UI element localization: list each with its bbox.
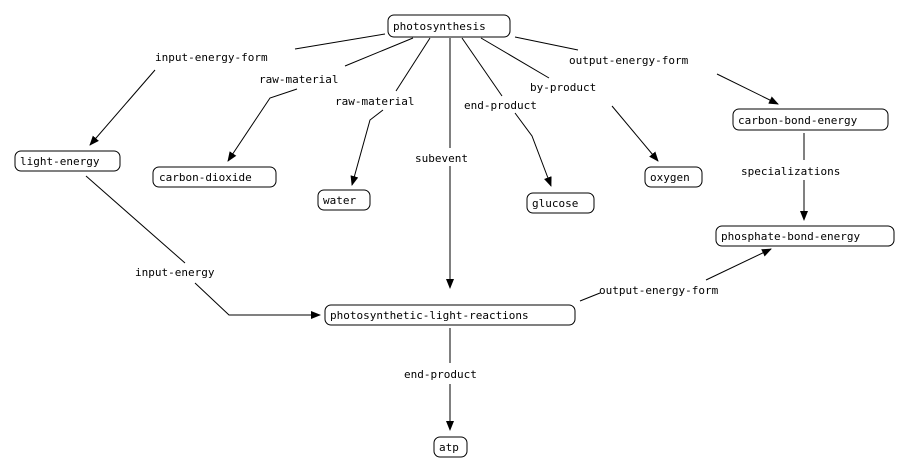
edge-light-reactions-to-atp: end-product: [404, 328, 477, 431]
edge-ps-to-glucose: end-product: [461, 37, 552, 187]
edge-label-input-energy-form: input-energy-form: [155, 51, 268, 64]
edge-label-raw-material: raw-material: [335, 95, 414, 108]
node-label: oxygen: [650, 171, 690, 184]
edge-label-output-energy-form: output-energy-form: [599, 284, 719, 297]
edge-label-raw-material: raw-material: [259, 73, 338, 86]
node-label: phosphate-bond-energy: [721, 230, 860, 243]
edge-label-end-product: end-product: [464, 99, 537, 112]
node-carbon-bond-energy[interactable]: carbon-bond-energy: [732, 108, 889, 131]
node-label: glucose: [532, 197, 578, 210]
edge-label-subevent: subevent: [415, 152, 468, 165]
edge-ps-to-carbon-bond-energy: output-energy-form: [514, 36, 779, 105]
edge-ps-to-water: raw-material: [335, 37, 431, 186]
node-photosynthesis[interactable]: photosynthesis: [387, 14, 511, 38]
node-water[interactable]: water: [317, 189, 371, 211]
node-label: atp: [439, 441, 459, 454]
node-photosynthetic-light-reactions[interactable]: photosynthetic-light-reactions: [324, 304, 576, 326]
edge-label-specializations: specializations: [741, 165, 840, 178]
node-label: carbon-dioxide: [159, 171, 252, 184]
node-carbon-dioxide[interactable]: carbon-dioxide: [152, 166, 277, 188]
edge-ps-to-carbon-dioxide: raw-material: [227, 37, 414, 162]
edge-label-output-energy-form: output-energy-form: [569, 54, 689, 67]
node-atp[interactable]: atp: [433, 436, 468, 458]
edge-label-input-energy: input-energy: [135, 266, 215, 279]
node-label: light-energy: [20, 155, 100, 168]
node-label: photosynthetic-light-reactions: [330, 309, 529, 322]
node-oxygen[interactable]: oxygen: [644, 166, 703, 188]
edge-label-by-product: by-product: [530, 81, 596, 94]
edge-ps-to-oxygen: by-product: [480, 37, 659, 162]
node-label: water: [323, 194, 356, 207]
node-label: carbon-bond-energy: [738, 114, 858, 127]
edge-ps-to-light-energy: input-energy-form: [89, 33, 386, 146]
edge-light-reactions-to-phosphate-bond: output-energy-form: [579, 248, 772, 302]
node-phosphate-bond-energy[interactable]: phosphate-bond-energy: [715, 225, 895, 247]
edge-ps-to-light-reactions: subevent: [415, 38, 468, 289]
edge-label-end-product: end-product: [404, 368, 477, 381]
edge-carbon-bond-to-phosphate-bond: specializations: [741, 133, 840, 221]
node-glucose[interactable]: glucose: [526, 192, 595, 214]
node-light-energy[interactable]: light-energy: [14, 150, 121, 172]
edge-light-energy-to-light-reactions: input-energy: [85, 175, 321, 319]
node-label: photosynthesis: [393, 20, 486, 33]
